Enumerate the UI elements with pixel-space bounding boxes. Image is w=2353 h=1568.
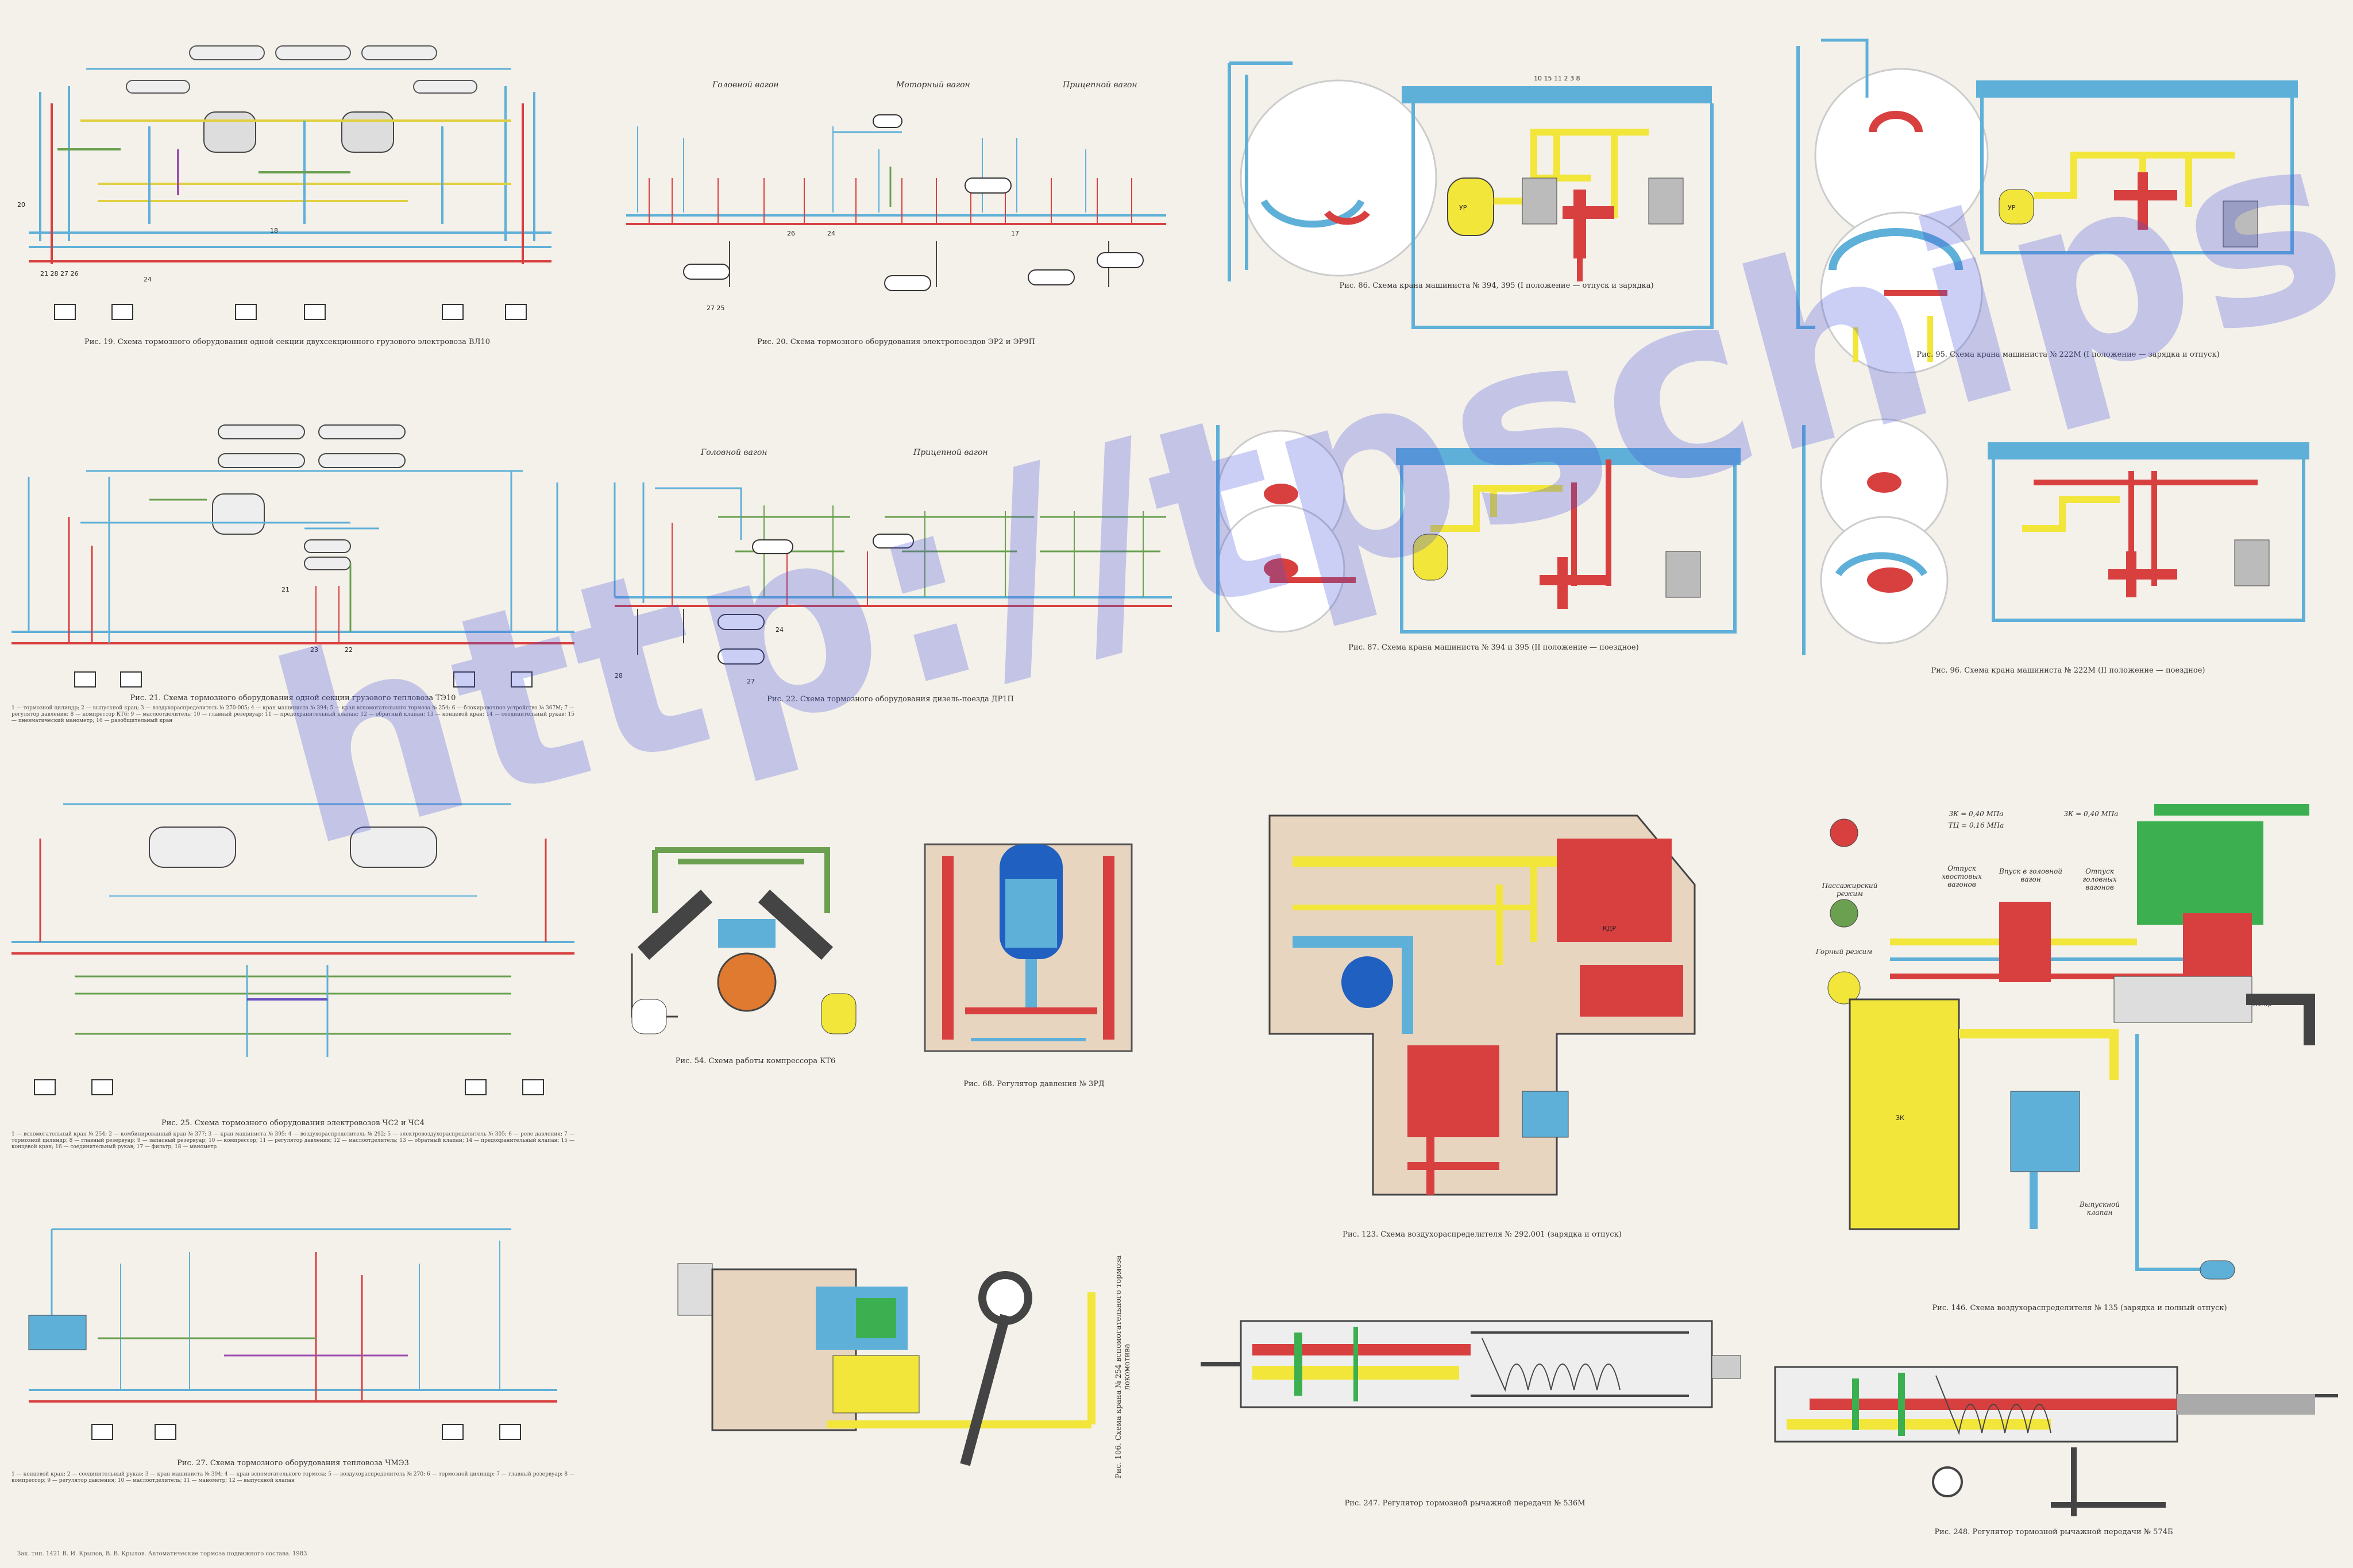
fig96-schematic <box>1802 418 2309 655</box>
fig21-schematic: 23 22 21 <box>11 424 574 688</box>
svg-text:24: 24 <box>144 276 152 283</box>
svg-text:20: 20 <box>17 201 25 208</box>
fig146-panel: Пассажирский режим Отпуск хвостовых ваго… <box>1815 793 2344 1321</box>
fig96-caption: Рис. 96. Схема крана машиниста № 222М (I… <box>1931 666 2205 675</box>
svg-text:24: 24 <box>776 626 784 634</box>
svg-text:23: 23 <box>310 646 318 654</box>
fig20-schematic: 24 26 17 27 25 <box>626 114 1166 312</box>
fig20-head-label: Головной вагон <box>712 80 779 90</box>
svg-text:КДР: КДР <box>1603 925 1616 932</box>
fig86-caption: Рис. 86. Схема крана машиниста № 394, 39… <box>1339 281 1654 290</box>
svg-text:21 28 27 26: 21 28 27 26 <box>40 270 78 277</box>
fig146-mode3: Впуск в головной вагон <box>1999 867 2063 883</box>
svg-text:УР: УР <box>2008 204 2016 211</box>
fig27-schematic <box>28 1228 557 1440</box>
fig68-panel: Рис. 68. Регулятор давления № 3РД <box>913 821 1155 1097</box>
fig123-caption: Рис. 123. Схема воздухораспределителя № … <box>1343 1230 1622 1239</box>
svg-text:24: 24 <box>827 230 835 237</box>
fig247-caption: Рис. 247. Регулятор тормозной рычажной п… <box>1344 1499 1586 1508</box>
fig87-panel: Рис. 87. Схема крана машиниста № 394 и 3… <box>1206 414 1781 655</box>
fig20-panel: Головной вагон Моторный вагон Прицепной … <box>615 34 1178 356</box>
fig248-schematic <box>1774 1366 2338 1516</box>
svg-text:28: 28 <box>615 672 623 679</box>
fig68-schematic <box>924 843 1133 1052</box>
fig96-panel: Рис. 96. Схема крана машиниста № 222М (I… <box>1787 414 2350 683</box>
fig21-caption: Рис. 21. Схема тормозного оборудования о… <box>130 694 456 702</box>
fig54-schematic <box>631 847 857 1034</box>
fig95-panel: УР Рис. 95. Схема крана машиниста № 222М… <box>1787 29 2350 373</box>
svg-text:18: 18 <box>270 227 278 234</box>
svg-text:26: 26 <box>787 230 795 237</box>
fig146-mode2: Отпуск хвостовых вагонов <box>1942 864 1982 889</box>
svg-text:УР: УР <box>1459 204 1467 211</box>
fig54-caption: Рис. 54. Схема работы компрессора КТ6 <box>675 1057 836 1065</box>
svg-text:22: 22 <box>345 646 353 654</box>
fig22-head-label: Головной вагон <box>701 448 767 457</box>
svg-text:27 25: 27 25 <box>707 304 725 312</box>
fig123-schematic: КДР <box>1268 814 1696 1196</box>
fig20-motor-label: Моторный вагон <box>896 80 970 90</box>
fig25-schematic <box>11 803 574 1095</box>
fig22-trailer-label: Прицепной вагон <box>913 448 988 457</box>
fig25-caption: Рис. 25. Схема тормозного оборудования э… <box>161 1119 425 1127</box>
fig27-panel: Рис. 27. Схема тормозного оборудования т… <box>6 1218 580 1539</box>
fig146-exhaust: Выпускной клапан <box>2079 1200 2120 1216</box>
fig25-legend: 1 — вспомогательный кран № 254; 2 — комб… <box>11 1131 574 1150</box>
fig21-legend: 1 — тормозной цилиндр; 2 — выпускной кра… <box>11 705 574 724</box>
fig25-panel: Рис. 25. Схема тормозного оборудования э… <box>6 793 580 1218</box>
fig146-p1: ЗК = 0,40 МПа <box>1949 810 2004 818</box>
svg-text:17: 17 <box>1011 230 1019 237</box>
fig19-schematic: 21 28 27 26 18 20 24 <box>17 45 551 320</box>
fig54-panel: Рис. 54. Схема работы компрессора КТ6 <box>620 827 890 1068</box>
fig27-legend: 1 — концевой кран; 2 — соединительный ру… <box>11 1472 574 1484</box>
fig248-caption: Рис. 248. Регулятор тормозной рычажной п… <box>1934 1528 2173 1536</box>
fig20-trailer-label: Прицепной вагон <box>1063 80 1137 90</box>
fig146-caption: Рис. 146. Схема воздухораспределителя № … <box>1932 1304 2227 1312</box>
fig86-schematic: УР 10 15 11 2 3 8 <box>1228 61 1714 329</box>
fig27-caption: Рис. 27. Схема тормозного оборудования т… <box>177 1459 409 1467</box>
fig123-panel: КДР Рис. 123. Схема воздухораспределител… <box>1235 793 1729 1252</box>
fig22-schematic: 24 28 27 <box>614 482 1172 685</box>
publication-footer: Зак. тип. 1421 В. И. Крылов, В. В. Крыло… <box>17 1551 307 1557</box>
fig106-schematic <box>677 1263 1096 1466</box>
fig146-schematic: ЗК <box>1827 804 2315 1280</box>
fig247-schematic <box>1201 1320 1741 1408</box>
svg-text:21: 21 <box>281 586 290 593</box>
fig106-panel: Рис. 106. Схема крана № 254 вспомогатель… <box>666 1235 1160 1488</box>
fig95-schematic: УР <box>1796 38 2298 373</box>
fig146-mountain: Горный режим <box>1815 948 1873 956</box>
fig146-p3: ЗК = 0,40 МПа <box>2063 810 2119 818</box>
svg-text:ЗК: ЗК <box>1896 1114 1904 1122</box>
fig68-caption: Рис. 68. Регулятор давления № 3РД <box>963 1080 1105 1088</box>
fig106-caption: Рис. 106. Схема крана № 254 вспомогатель… <box>1114 1255 1132 1479</box>
fig95-caption: Рис. 95. Схема крана машиниста № 222М (I… <box>1916 350 2220 359</box>
fig20-caption: Рис. 20. Схема тормозного оборудования э… <box>757 338 1035 346</box>
svg-text:10 15 11 2 3 8: 10 15 11 2 3 8 <box>1534 75 1580 82</box>
fig87-schematic <box>1216 425 1741 634</box>
fig22-caption: Рис. 22. Схема тормозного оборудования д… <box>767 695 1014 704</box>
fig146-p2: ТЦ = 0,16 МПа <box>1948 821 2004 829</box>
fig19-panel: 21 28 27 26 18 20 24 Рис. 19. Схема тормоз… <box>6 34 569 356</box>
svg-text:27: 27 <box>747 678 755 685</box>
fig146-mode1: Пассажирский режим <box>1822 882 1878 898</box>
fig247-panel: Рис. 247. Регулятор тормозной рычажной п… <box>1183 1292 1746 1528</box>
fig87-caption: Рис. 87. Схема крана машиниста № 394 и 3… <box>1348 643 1639 652</box>
fig248-panel: Рис. 248. Регулятор тормозной рычажной п… <box>1764 1333 2344 1551</box>
fig146-mode4: Отпуск головных вагонов <box>2082 867 2117 891</box>
fig86-panel: УР 10 15 11 2 3 8 Рис. 86. Схема крана м… <box>1212 29 1781 350</box>
fig19-caption: Рис. 19. Схема тормозного оборудования о… <box>84 338 490 346</box>
fig21-panel: 23 22 21 Рис. 21. Схема тормозного оборудо… <box>6 402 580 770</box>
fig22-panel: Головной вагон Прицепной вагон 24 28 27 Ри… <box>603 437 1178 712</box>
